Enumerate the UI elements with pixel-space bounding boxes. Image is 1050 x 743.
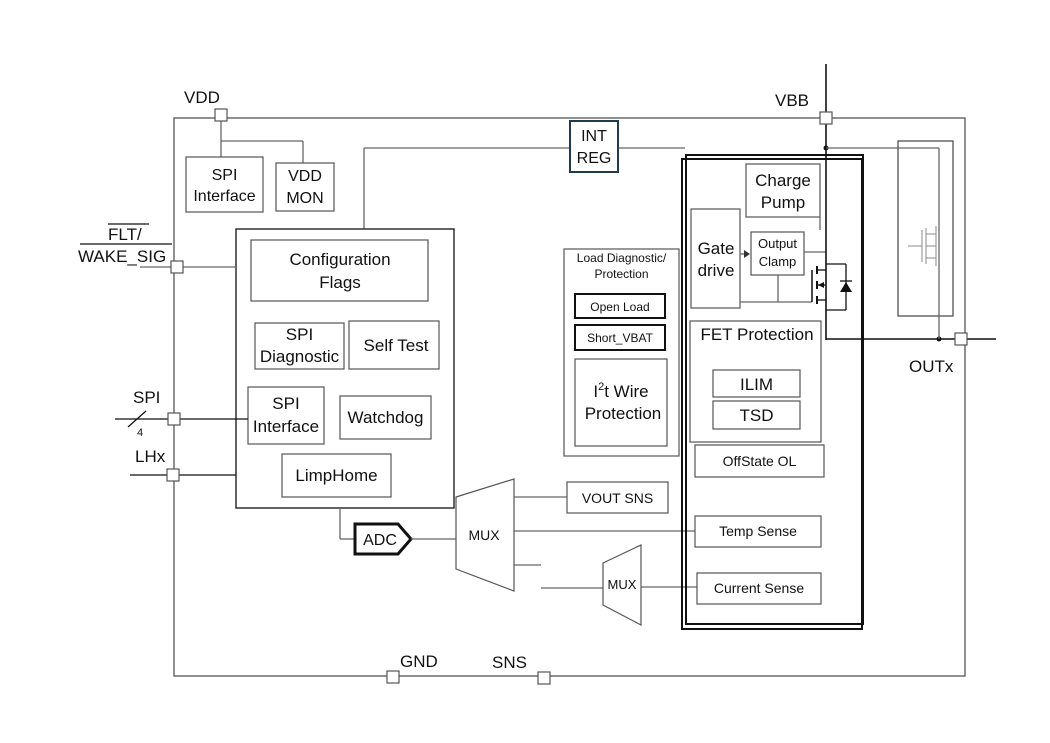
spi-interface-top-label-2: Interface [193,188,255,205]
self-test-label: Self Test [364,336,429,355]
offstate-ol-label: OffState OL [723,453,797,469]
adc-label: ADC [363,532,397,549]
vout-sns-block [566,481,669,514]
gate-drive-label-2: drive [698,261,735,280]
gnd-pin-label: GND [400,652,438,671]
lhx-pin [166,468,180,482]
temp-sense-block [694,515,822,548]
spi-diagnostic-label-2: Diagnostic [260,347,340,366]
config-flags-block [250,239,429,302]
mux2-block [602,544,642,626]
tsd-label: TSD [740,406,774,425]
vdd-pin-label: VDD [184,88,220,107]
tsd-block [712,400,801,430]
vout-sns-label: VOUT SNS [582,490,653,506]
vdd-mon-block [275,162,335,212]
spi-diagnostic-block [254,322,345,370]
mux2-label: MUX [608,577,637,592]
charge-pump-label-1: Charge [755,171,811,190]
ilim-block [712,369,801,398]
self-test-block [348,320,440,370]
chip-boundary [173,117,966,677]
outx-pin [954,332,968,346]
output-clamp-label-1: Output [758,236,797,251]
open-load-block [574,293,666,319]
config-flags-label-1: Configuration [289,250,390,269]
spi-interface-label-1: SPI [272,394,299,413]
mux1-label: MUX [468,527,500,543]
power-mosfet-symbol [811,263,852,311]
external-fet-box [897,140,954,317]
load-diag-label-1: Load Diagnostic/ [577,251,667,265]
limphome-label: LimpHome [295,466,377,485]
spi-interface-top-block [185,156,264,213]
i2t-label-2: Protection [585,404,662,423]
flt-pin-label: FLT/ [108,225,142,244]
sns-pin-label: SNS [492,653,527,672]
open-load-label: Open Load [590,300,649,314]
adc-block [353,522,413,556]
spi-interface-label-2: Interface [253,417,319,436]
spi-bus-width: 4 [137,427,143,439]
vdd-mon-label-1: VDD [288,168,322,185]
vbb-pin-label: VBB [775,91,809,110]
int-reg-label-2: REG [577,150,612,167]
short-vbat-label: Short_VBAT [587,331,653,345]
watchdog-block [339,395,432,440]
external-fet-icon [908,226,937,266]
temp-sense-label: Temp Sense [719,523,797,539]
spi-pin [167,412,181,426]
gate-drive-label-1: Gate [698,239,735,258]
vdd-mon-label-2: MON [286,190,323,207]
mux1-block [455,478,515,592]
vbb-pin [819,111,833,125]
lhx-pin-label: LHx [135,447,166,466]
limphome-block [281,453,392,498]
charge-pump-label-2: Pump [761,193,805,212]
watchdog-label: Watchdog [348,408,424,427]
sns-pin [537,671,551,685]
output-clamp-label-2: Clamp [759,254,797,269]
spi-pin-label: SPI [133,388,160,407]
current-sense-label: Current Sense [714,580,804,596]
offstate-ol-block [694,444,825,478]
fet-protection-label: FET Protection [700,325,813,344]
int-reg-block [569,120,619,173]
gate-drive-block [690,208,741,309]
gnd-pin [386,670,400,684]
config-flags-label-2: Flags [319,273,361,292]
outx-pin-label: OUTx [909,357,954,376]
vdd-pin [214,108,228,122]
spi-diagnostic-label-1: SPI [286,325,313,344]
wake-sig-pin-label: WAKE_SIG [78,247,166,266]
spi-interface-block [247,386,325,445]
i2t-label-1: I2t Wire [593,381,648,401]
i2t-block [574,358,668,447]
int-reg-label-1: INT [581,128,607,145]
flt-wake-pin [170,260,184,274]
spi-interface-top-label-1: SPI [212,167,238,184]
charge-pump-block [745,163,821,218]
short-vbat-block [574,324,666,351]
ilim-label: ILIM [740,375,773,394]
current-sense-block [696,572,822,605]
load-diag-label-2: Protection [594,267,648,281]
